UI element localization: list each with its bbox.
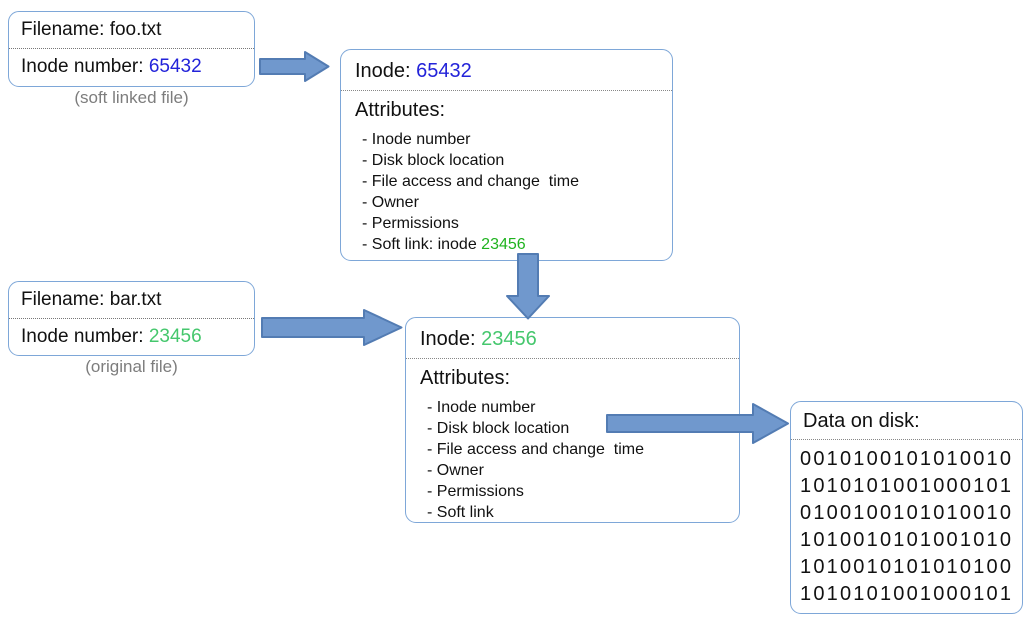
inode-title-label: Inode: (420, 328, 482, 350)
attr-disk-block-location: - Disk block location (427, 420, 570, 437)
soft-link-value-23456: 23456 (481, 236, 526, 253)
inode-number-value-23456: 23456 (148, 326, 202, 347)
attr-owner: - Owner (362, 194, 419, 211)
filename-foo-text: Filename: foo.txt (9, 12, 254, 49)
arrow-right-icon (261, 309, 403, 346)
attributes-heading: Attributes: (420, 367, 511, 389)
attr-file-access-time: - File access and change time (427, 441, 644, 458)
data-on-disk-box: Data on disk: 0010100101010010 101010100… (790, 401, 1023, 614)
inode-number-bar-text: Inode number: 23456 (9, 319, 254, 355)
data-on-disk-title: Data on disk: (791, 402, 1022, 440)
attr-soft-link: - Soft link (427, 504, 494, 521)
binary-line: 1010101001000101 (800, 583, 1014, 605)
inode-box-65432: Inode: 65432 Attributes: - Inode number … (340, 49, 673, 261)
attr-owner: - Owner (427, 462, 484, 479)
arrow-right-icon (259, 51, 330, 82)
attr-permissions: - Permissions (362, 215, 459, 232)
attr-permissions: - Permissions (427, 483, 524, 500)
attr-soft-link-target: - Soft link: inode 23456 (362, 234, 672, 255)
inode-number-label: Inode number: (21, 326, 149, 347)
inode-number-label: Inode number: (21, 56, 149, 77)
attr-inode-number: - Inode number (362, 131, 471, 148)
attr-disk-block-location: - Disk block location (362, 152, 505, 169)
arrow-down-icon (506, 253, 550, 320)
arrow-right-icon (606, 403, 789, 444)
attribute-list: - Inode number - Disk block location - F… (341, 129, 672, 255)
binary-line: 0010100101010010 (800, 448, 1014, 470)
inode-title-65432: Inode: 65432 (341, 50, 672, 91)
inode-title-value-65432: 65432 (416, 60, 472, 82)
file-box-bar: Filename: bar.txt Inode number: 23456 (8, 281, 255, 356)
caption-original-file: (original file) (85, 357, 178, 376)
soft-link-prefix: - Soft link: inode (362, 236, 482, 253)
inode-title-label: Inode: (355, 60, 417, 82)
binary-data: 0010100101010010 1010101001000101 010010… (791, 440, 1022, 608)
inode-title-23456: Inode: 23456 (406, 318, 739, 359)
inode-number-value-65432: 65432 (148, 56, 202, 77)
inode-number-foo-text: Inode number: 65432 (9, 49, 254, 85)
attr-inode-number: - Inode number (427, 399, 536, 416)
binary-line: 1010010101001010 (800, 529, 1014, 551)
binary-line: 0100100101010010 (800, 502, 1014, 524)
attribute-list: - Inode number - Disk block location - F… (406, 397, 739, 523)
binary-line: 1010101001000101 (800, 475, 1014, 497)
file-box-foo: Filename: foo.txt Inode number: 65432 (8, 11, 255, 87)
inode-title-value-23456: 23456 (481, 328, 537, 350)
attr-file-access-time: - File access and change time (362, 173, 579, 190)
binary-line: 1010010101010100 (800, 556, 1014, 578)
attributes-heading: Attributes: (355, 99, 446, 121)
filename-bar-text: Filename: bar.txt (9, 282, 254, 319)
caption-soft-linked-file: (soft linked file) (74, 88, 189, 107)
